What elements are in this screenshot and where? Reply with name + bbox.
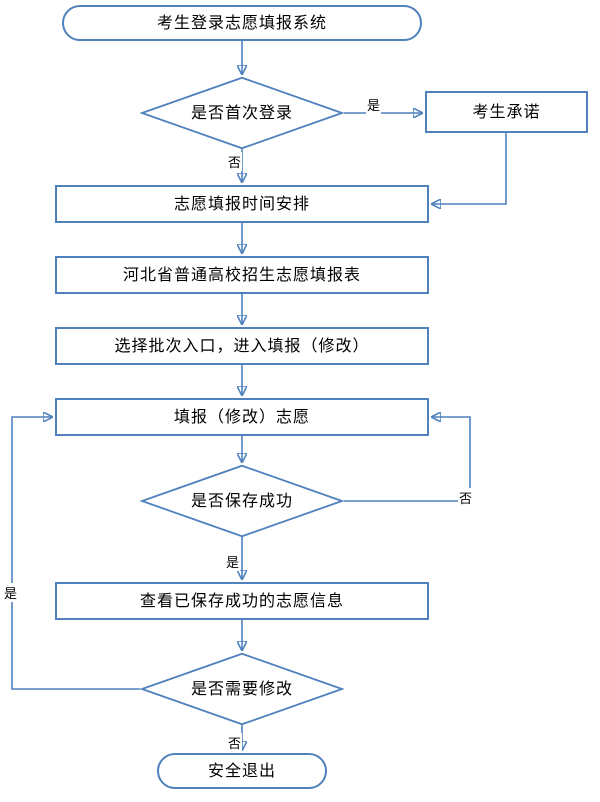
node-view-saved-label: 查看已保存成功的志愿信息 — [139, 590, 344, 610]
edge-commitment-to-schedule — [432, 133, 507, 204]
node-batch-entry: 选择批次入口，进入填报（修改） — [55, 327, 429, 365]
node-exit-terminal: 安全退出 — [157, 753, 327, 789]
node-candidate-commitment: 考生承诺 — [425, 91, 588, 133]
diamond-shape — [140, 465, 344, 537]
edge-label-save-yes: 是 — [225, 552, 241, 571]
node-fill-modify: 填报（修改）志愿 — [55, 398, 429, 436]
edge-save-no-loop-to-fill — [344, 417, 471, 502]
edge-label-modify-yes: 是 — [3, 583, 19, 602]
node-candidate-commitment-label: 考生承诺 — [472, 101, 541, 121]
diamond-shape — [140, 77, 344, 149]
edge-modify-yes-loop-to-fill — [11, 417, 140, 690]
edge-label-modify-no: 否 — [227, 733, 243, 752]
node-fill-modify-label: 填报（修改）志愿 — [173, 406, 310, 426]
node-save-success-label: 是否保存成功 — [190, 490, 293, 510]
edge-label-save-no: 否 — [458, 488, 474, 507]
node-application-form: 河北省普通高校招生志愿填报表 — [55, 256, 429, 294]
edge-label-first-login-yes: 是 — [366, 95, 382, 114]
node-schedule: 志愿填报时间安排 — [55, 185, 429, 223]
node-first-login-label: 是否首次登录 — [190, 102, 293, 122]
node-start-label: 考生登录志愿填报系统 — [156, 12, 327, 32]
node-view-saved: 查看已保存成功的志愿信息 — [55, 582, 429, 620]
edge-label-first-login-no: 否 — [227, 152, 243, 171]
node-need-modify-decision: 是否需要修改 — [140, 653, 344, 725]
node-save-success-decision: 是否保存成功 — [140, 465, 344, 537]
node-need-modify-label: 是否需要修改 — [190, 678, 293, 698]
node-start-terminal: 考生登录志愿填报系统 — [62, 5, 422, 41]
node-schedule-label: 志愿填报时间安排 — [173, 193, 310, 213]
diamond-shape — [140, 653, 344, 725]
node-first-login-decision: 是否首次登录 — [140, 77, 344, 149]
node-application-form-label: 河北省普通高校招生志愿填报表 — [122, 264, 361, 284]
node-exit-label: 安全退出 — [207, 760, 276, 780]
node-batch-entry-label: 选择批次入口，进入填报（修改） — [114, 335, 370, 355]
